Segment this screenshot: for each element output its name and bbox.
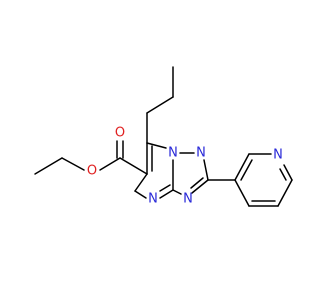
- chemical-structure-diagram: O O N N N N N: [34, 66, 293, 207]
- atom-pyridine-nitrogen: N: [273, 148, 283, 163]
- atom-carbonyl-oxygen: O: [115, 126, 125, 141]
- bond-c7-n8: [146, 142, 167, 149]
- atom-triazole-n1: N: [196, 146, 206, 161]
- bond-oester-carbonyl: [99, 157, 121, 171]
- atom-ester-oxygen: O: [87, 164, 97, 179]
- bond-py-c2-c3: [234, 153, 250, 181]
- bond-py-c6-n: [283, 164, 293, 181]
- bond-py-c2-c3-inner: [240, 159, 253, 181]
- atom-triazole-n3: N: [183, 192, 193, 207]
- bond-py-c6-n-inner: [279, 168, 287, 181]
- bond-py-c5-c6: [277, 179, 293, 207]
- bond-carbonyl-c6: [119, 157, 148, 175]
- bond-propyl-1-2: [146, 96, 174, 114]
- bond-ch2-oester: [61, 157, 85, 171]
- bond-c9-n10-inner: [159, 184, 171, 192]
- bond-c5-c6: [134, 173, 148, 192]
- atom-pyrimidine-nitrogen: N: [148, 192, 158, 207]
- bond-n1-c2: [203, 159, 209, 181]
- bond-c2-n3: [191, 179, 209, 194]
- atom-bridgehead-nitrogen: N: [168, 146, 178, 161]
- bonds: [34, 66, 293, 207]
- bond-py-c3-c4: [234, 179, 250, 207]
- bond-n10-c5: [134, 190, 147, 199]
- atom-labels: O O N N N N N: [87, 126, 283, 207]
- bond-c2-n3-inner: [190, 177, 204, 189]
- bond-c9-n10: [159, 189, 174, 199]
- bond-ethyl-ch3-ch2: [34, 157, 63, 175]
- bond-n3-c9: [172, 189, 182, 195]
